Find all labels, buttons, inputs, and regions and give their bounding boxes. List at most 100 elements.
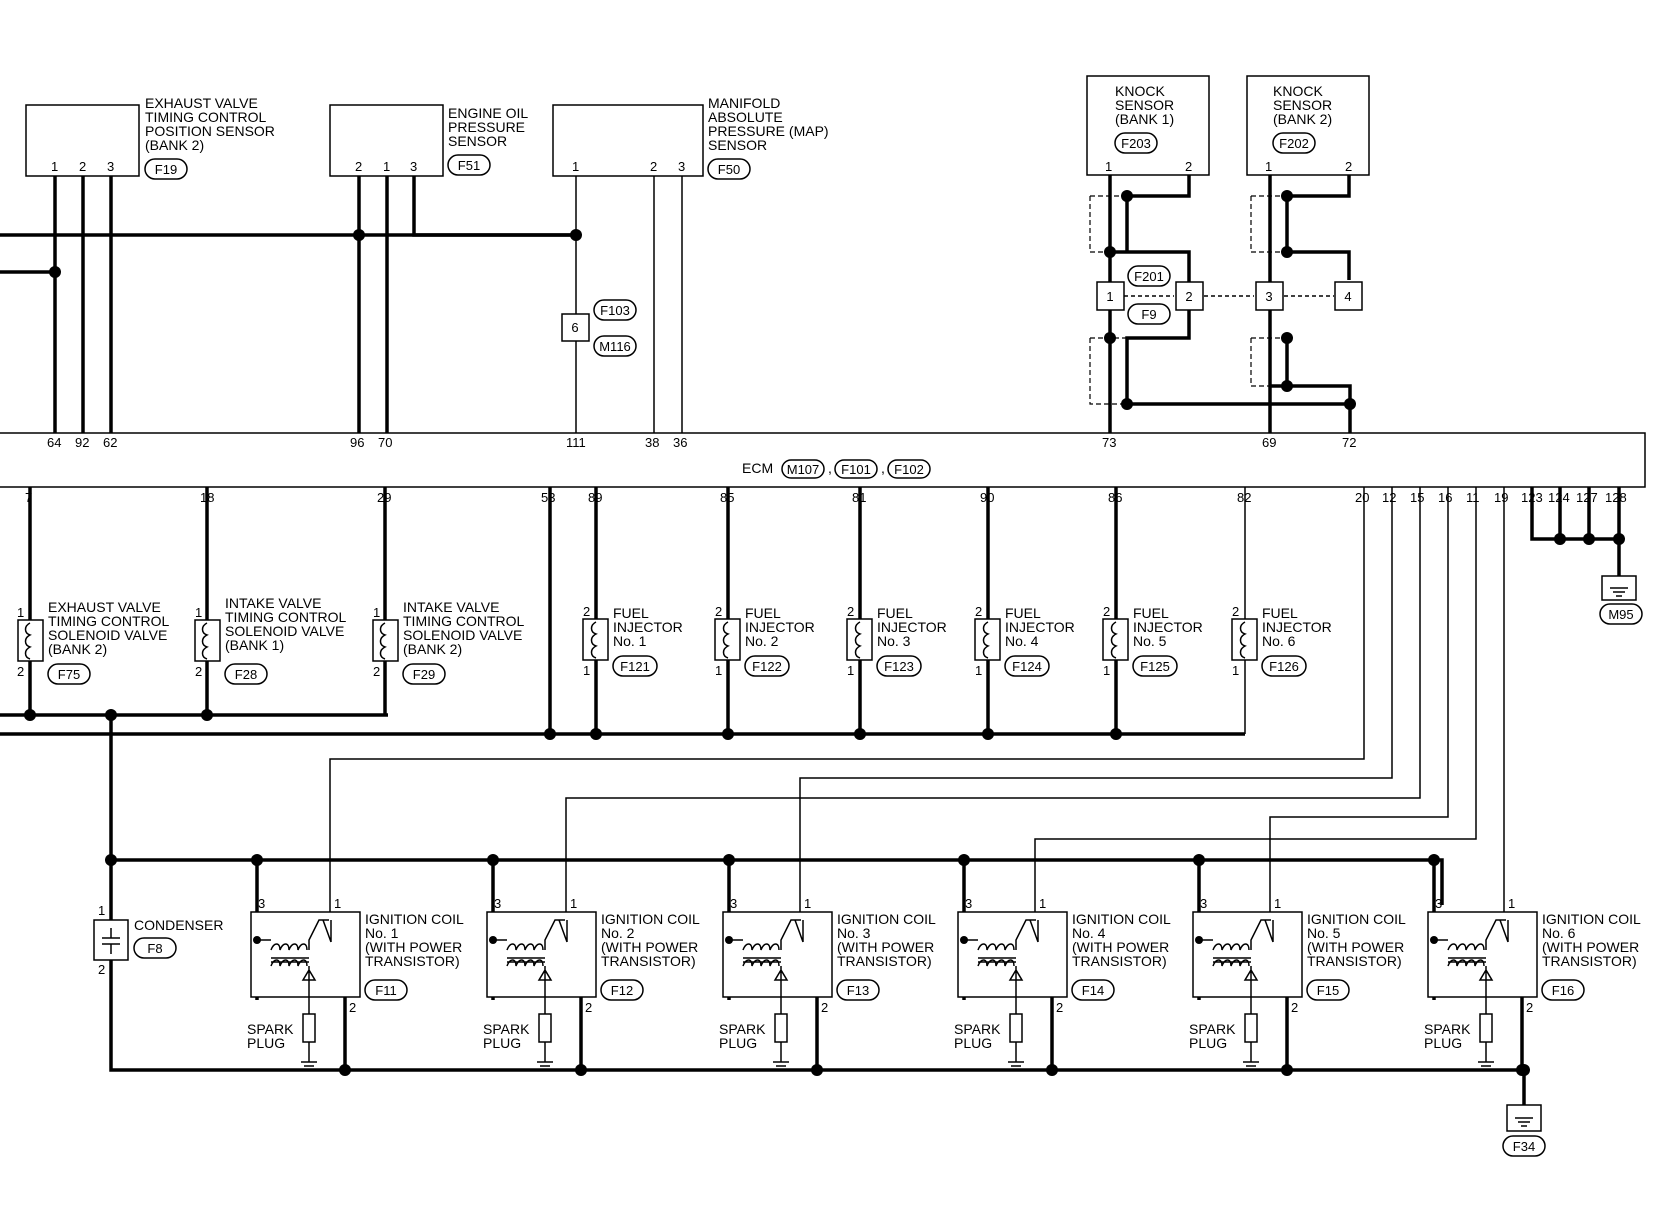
connector-f50: F50 xyxy=(718,162,740,177)
fuel-injector-6: 82 2 1 FUEL INJECTOR No. 6 F126 xyxy=(1231,487,1332,734)
connector-m116: M116 xyxy=(599,339,631,354)
svg-text:3: 3 xyxy=(678,159,685,174)
spark-plug-label: PLUG xyxy=(483,1035,521,1051)
coil-label-line: IGNITION COIL xyxy=(1072,911,1171,927)
svg-text:INJECTOR: INJECTOR xyxy=(1133,619,1203,635)
connector-f9: F9 xyxy=(1141,307,1156,322)
fuel-injector-1: 89 2 1 FUEL INJECTOR No. 1 F121 xyxy=(582,487,683,734)
connector-f123: F123 xyxy=(884,659,914,674)
ecm-connector-3: F102 xyxy=(894,462,924,477)
svg-text:2: 2 xyxy=(1185,289,1192,304)
svg-text:85: 85 xyxy=(720,490,734,505)
svg-text:No. 4: No. 4 xyxy=(1005,633,1039,649)
svg-text:SENSOR: SENSOR xyxy=(448,133,507,149)
svg-text:SENSOR: SENSOR xyxy=(708,137,767,153)
svg-text:36: 36 xyxy=(673,435,687,450)
coil-label-line: (WITH POWER xyxy=(1307,939,1404,955)
svg-text:72: 72 xyxy=(1342,435,1356,450)
map-junction: 6 F103 M116 xyxy=(561,299,637,357)
coil-label-line: (WITH POWER xyxy=(1542,939,1639,955)
svg-text:2: 2 xyxy=(975,604,982,619)
connector-f202: F202 xyxy=(1279,136,1309,151)
intake-valve-solenoid-bank-2: 29 1 2 INTAKE VALVE TIMING CONTROL SOLEN… xyxy=(372,487,525,715)
coil-label-line: IGNITION COIL xyxy=(837,911,936,927)
connector-f28: F28 xyxy=(235,667,257,682)
coil-label-line: TRANSISTOR) xyxy=(1542,953,1637,969)
svg-text:TIMING CONTROL: TIMING CONTROL xyxy=(403,613,525,629)
spark-plug-label: PLUG xyxy=(954,1035,992,1051)
svg-text:16: 16 xyxy=(1438,490,1452,505)
svg-text:1: 1 xyxy=(17,605,24,620)
coil-label-line: No. 3 xyxy=(837,925,871,941)
svg-text:FUEL: FUEL xyxy=(1005,605,1041,621)
svg-text:(BANK 2): (BANK 2) xyxy=(48,641,107,657)
connector-f122: F122 xyxy=(752,659,782,674)
ground-m95: M95 xyxy=(1599,575,1643,625)
intake-valve-solenoid-bank-1: 18 1 2 INTAKE VALVE TIMING CONTROL SOLEN… xyxy=(194,487,347,715)
svg-text:TIMING CONTROL: TIMING CONTROL xyxy=(145,109,267,125)
svg-text:1: 1 xyxy=(98,903,105,918)
fuel-injector-2: 85 2 1 FUEL INJECTOR No. 2 F122 xyxy=(714,487,815,734)
engine-oil-pressure-sensor: 2 1 3 ENGINE OIL PRESSURE SENSOR F51 xyxy=(329,104,528,177)
svg-text:4: 4 xyxy=(1344,289,1351,304)
spark-plug-label: SPARK xyxy=(483,1021,530,1037)
svg-text:FUEL: FUEL xyxy=(1133,605,1169,621)
coil-connector: F13 xyxy=(847,983,869,998)
svg-text:7: 7 xyxy=(25,490,32,505)
svg-text:6: 6 xyxy=(571,320,578,335)
svg-text:INJECTOR: INJECTOR xyxy=(745,619,815,635)
svg-text:1: 1 xyxy=(373,605,380,620)
svg-text:ENGINE OIL: ENGINE OIL xyxy=(448,105,528,121)
svg-text:SOLENOID VALVE: SOLENOID VALVE xyxy=(403,627,522,643)
svg-text:1: 1 xyxy=(51,159,58,174)
svg-text:2: 2 xyxy=(17,664,24,679)
svg-text:1: 1 xyxy=(847,663,854,678)
connector-f203: F203 xyxy=(1121,136,1151,151)
coil-pin-label: 3 xyxy=(258,896,265,911)
svg-text:SENSOR: SENSOR xyxy=(1115,97,1174,113)
svg-text:No. 6: No. 6 xyxy=(1262,633,1296,649)
svg-text:18: 18 xyxy=(200,490,214,505)
connector-m95: M95 xyxy=(1608,607,1633,622)
svg-text:3: 3 xyxy=(1265,289,1272,304)
svg-text:127: 127 xyxy=(1576,490,1598,505)
svg-text:2: 2 xyxy=(650,159,657,174)
coil-label-line: TRANSISTOR) xyxy=(365,953,460,969)
svg-text:EXHAUST VALVE: EXHAUST VALVE xyxy=(48,599,161,615)
coil-label-line: IGNITION COIL xyxy=(1542,911,1641,927)
svg-text:2: 2 xyxy=(715,604,722,619)
svg-text:1: 1 xyxy=(572,159,579,174)
svg-text:TIMING CONTROL: TIMING CONTROL xyxy=(225,609,347,625)
coil-pin-label: 1 xyxy=(570,896,577,911)
coil-label-line: (WITH POWER xyxy=(365,939,462,955)
svg-text:86: 86 xyxy=(1108,490,1122,505)
coil-label-line: No. 6 xyxy=(1542,925,1576,941)
connector-f121: F121 xyxy=(620,659,650,674)
svg-text:1: 1 xyxy=(583,663,590,678)
connector-f75: F75 xyxy=(58,667,80,682)
coil-pin-label: 1 xyxy=(334,896,341,911)
connector-f125: F125 xyxy=(1140,659,1170,674)
svg-text:INJECTOR: INJECTOR xyxy=(1005,619,1075,635)
ecm-label: ECM xyxy=(742,460,773,476)
coil-label-line: TRANSISTOR) xyxy=(837,953,932,969)
svg-text:1: 1 xyxy=(1265,159,1272,174)
svg-text:,: , xyxy=(828,460,832,476)
coil-pin-label: 3 xyxy=(730,896,737,911)
condenser: 1 2 CONDENSER F8 xyxy=(93,903,223,977)
svg-text:SENSOR: SENSOR xyxy=(1273,97,1332,113)
svg-text:2: 2 xyxy=(1232,604,1239,619)
ecm-connector-2: F101 xyxy=(841,462,871,477)
svg-text:29: 29 xyxy=(377,490,391,505)
svg-text:111: 111 xyxy=(566,435,586,450)
svg-text:CONDENSER: CONDENSER xyxy=(134,917,223,933)
svg-text:64: 64 xyxy=(47,435,61,450)
spark-plug-label: SPARK xyxy=(247,1021,294,1037)
svg-text:19: 19 xyxy=(1494,490,1508,505)
svg-text:1: 1 xyxy=(1232,663,1239,678)
svg-text:1: 1 xyxy=(383,159,390,174)
coil-pin-label: 3 xyxy=(494,896,501,911)
